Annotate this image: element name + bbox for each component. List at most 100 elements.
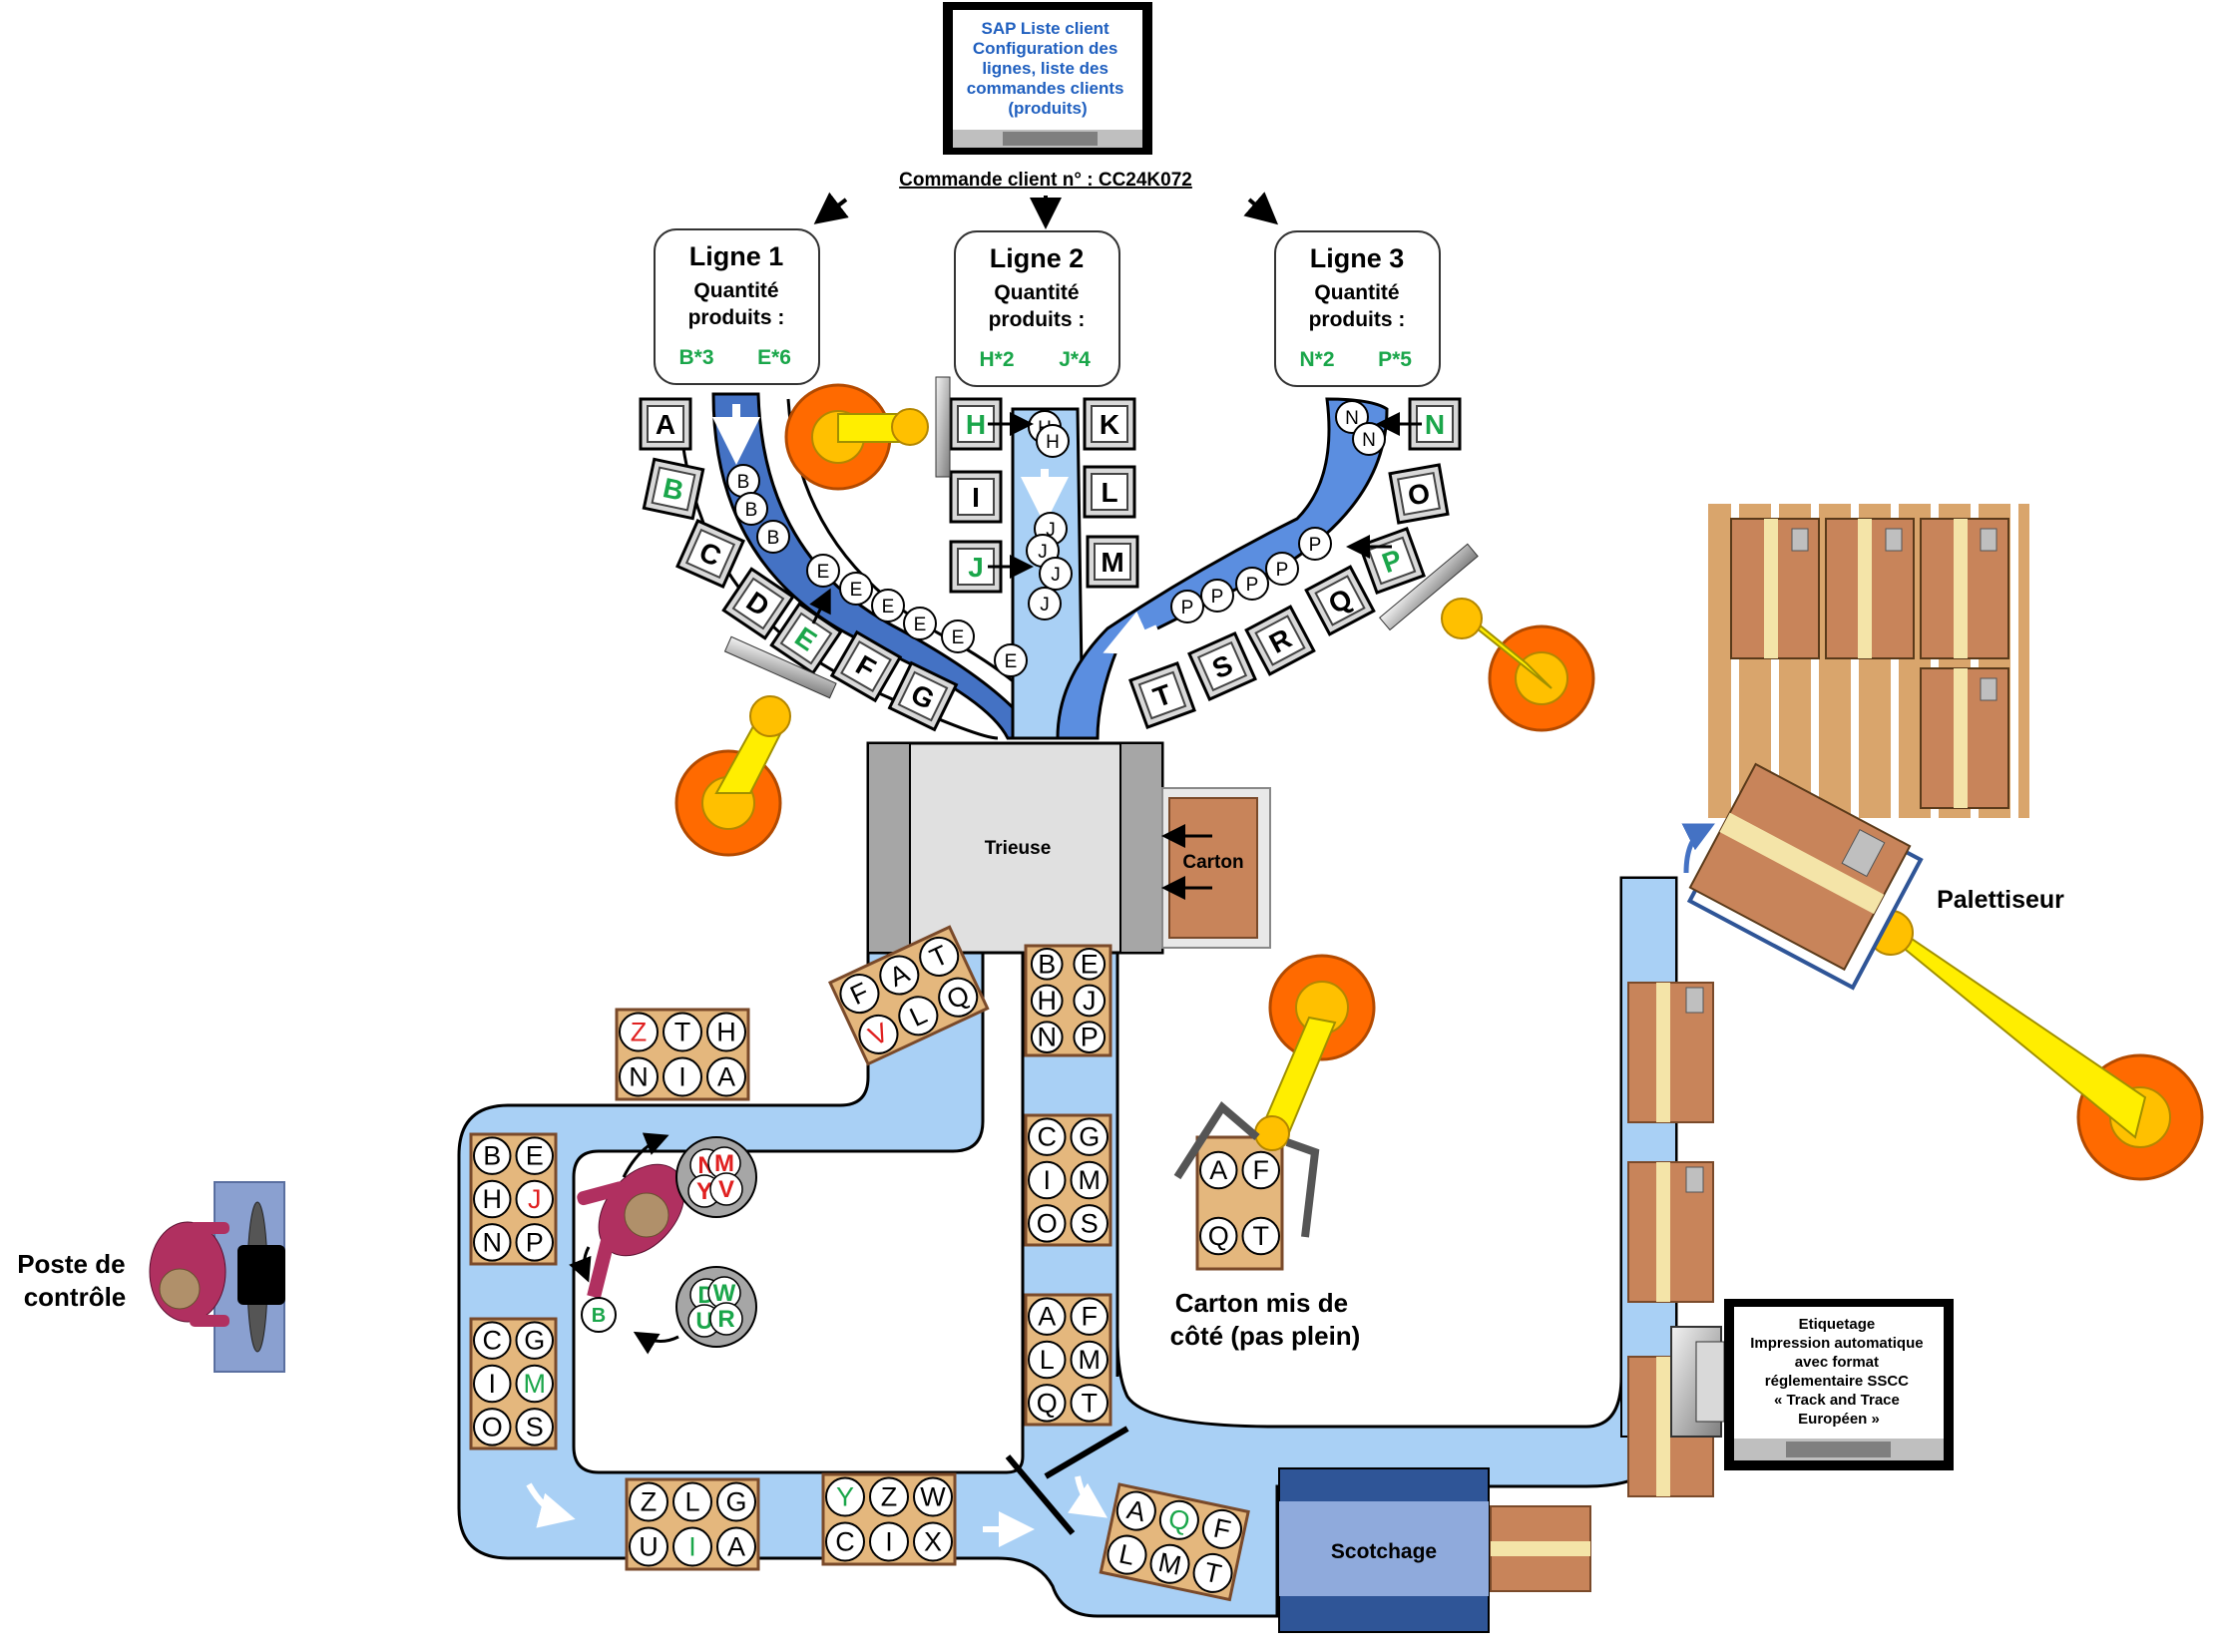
trieuse-label: Trieuse xyxy=(985,838,1052,859)
carton-item: I xyxy=(488,1369,496,1399)
carton-item: T xyxy=(1201,1557,1223,1590)
line-qty-label: produits : xyxy=(688,306,785,329)
reject-letter: R xyxy=(717,1306,734,1333)
carton-item: T xyxy=(1082,1388,1099,1418)
line-title: Ligne 1 xyxy=(689,241,784,271)
carton-item: I xyxy=(885,1527,893,1557)
arrow-to-line3 xyxy=(1243,192,1279,225)
carton-item: A xyxy=(1124,1494,1148,1527)
carton-item: Z xyxy=(641,1487,658,1517)
product-ball: B xyxy=(734,492,768,526)
bin-letter: J xyxy=(968,552,984,583)
ball-letter: N xyxy=(1362,430,1376,451)
carton-item: Z xyxy=(881,1482,898,1512)
ball-letter: E xyxy=(882,597,895,618)
product-ball: H xyxy=(1036,424,1070,458)
product-bin: F xyxy=(829,629,903,703)
ball-letter: P xyxy=(1246,575,1259,596)
carton-item: P xyxy=(1081,1023,1099,1052)
product-ball: E xyxy=(839,572,873,606)
product-ball: N xyxy=(1352,422,1386,456)
carton-item: H xyxy=(716,1018,736,1047)
bin-letter: A xyxy=(656,409,675,440)
ball-letter: H xyxy=(1046,432,1060,453)
line-qty-label: Quantité xyxy=(994,281,1079,304)
bin-letter: M xyxy=(1101,547,1123,578)
main-conveyor-loop xyxy=(457,876,1678,1618)
robot-arm-side xyxy=(1173,954,1376,1238)
carton-feeder: Carton xyxy=(1161,787,1271,949)
diverter-gate xyxy=(1005,1426,1129,1535)
carton-item: S xyxy=(1081,1208,1099,1238)
line-title: Ligne 3 xyxy=(1310,243,1405,273)
ball-letter: E xyxy=(817,562,830,583)
control-station-label: Poste de contrôle xyxy=(17,1249,133,1312)
product-bin: S xyxy=(1187,631,1257,701)
etiquetage-monitor: Etiquetage Impression automatique avec f… xyxy=(1724,1299,1954,1470)
carton-item: M xyxy=(1079,1345,1102,1375)
product-bin: B xyxy=(642,457,705,521)
line3-conveyor xyxy=(1056,397,1389,740)
carton-item: A xyxy=(717,1062,735,1092)
carton-item: Q xyxy=(1208,1221,1229,1251)
product-bin: Q xyxy=(1304,565,1376,636)
product-bin: C xyxy=(675,519,745,589)
product-bin: E xyxy=(769,602,843,675)
carton-item: I xyxy=(1043,1165,1051,1195)
sap-monitor: SAP Liste client Configuration des ligne… xyxy=(943,2,1152,155)
reject-letter: M xyxy=(714,1150,734,1177)
ball-letter: J xyxy=(1046,520,1056,541)
robot-arm-line3 xyxy=(1379,543,1595,732)
order-label: Commande client n° : CC24K072 xyxy=(899,170,1192,191)
carton-item: F xyxy=(1082,1302,1099,1332)
pallet xyxy=(1708,504,2029,818)
ball-letter: B xyxy=(745,500,758,521)
carton-item: C xyxy=(835,1527,855,1557)
carton-item: G xyxy=(725,1487,746,1517)
carton-item: T xyxy=(674,1018,691,1047)
carton-item: A xyxy=(1038,1302,1056,1332)
carton-item: I xyxy=(678,1062,686,1092)
product-bin: D xyxy=(721,567,795,640)
operator-picking xyxy=(569,1132,685,1355)
carton-item: C xyxy=(1038,1122,1058,1152)
carton-item: W xyxy=(920,1482,946,1512)
reject-letter: Y xyxy=(696,1178,712,1205)
carton-item: A xyxy=(1209,1155,1227,1185)
palettiseur-robot xyxy=(1686,762,2204,1181)
to-pallet-arrow xyxy=(1681,823,1715,874)
carton-item: P xyxy=(526,1227,544,1257)
side-carton-label: Carton mis de côté (pas plein) xyxy=(1170,1288,1361,1351)
carton-item: L xyxy=(1040,1345,1055,1375)
carton-item: T xyxy=(1253,1221,1270,1251)
bin-letter: I xyxy=(972,482,980,513)
scotchage-label: Scotchage xyxy=(1331,1540,1437,1563)
ball-letter: J xyxy=(1051,565,1061,586)
carton-item: Q xyxy=(1037,1388,1058,1418)
carton-item: A xyxy=(727,1532,745,1562)
carton-item: J xyxy=(528,1184,542,1214)
reject-letter: W xyxy=(713,1280,736,1307)
carton-item: E xyxy=(526,1141,544,1171)
exit-conveyor xyxy=(1620,877,1677,1438)
carton-item: F xyxy=(1253,1155,1270,1185)
ball-letter: P xyxy=(1181,598,1194,619)
carton-item: I xyxy=(688,1532,696,1562)
line-title: Ligne 2 xyxy=(990,243,1085,273)
ball-letter: J xyxy=(1040,595,1050,616)
reject-letter: U xyxy=(695,1308,712,1335)
carton-item: O xyxy=(482,1412,503,1442)
product-ball: E xyxy=(941,620,975,653)
line-qty-label: Quantité xyxy=(1314,281,1399,304)
carton-item: E xyxy=(1081,949,1099,979)
product-ball: J xyxy=(1039,557,1073,591)
carton-item: S xyxy=(526,1412,544,1442)
